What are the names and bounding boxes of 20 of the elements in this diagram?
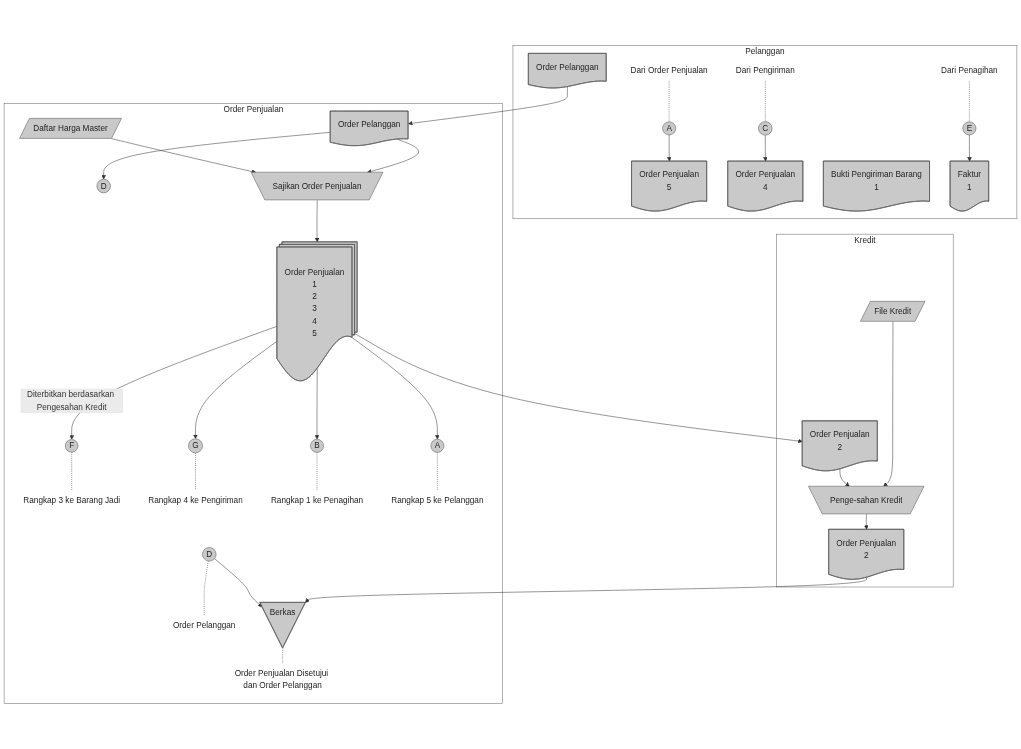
node-circle: A (430, 439, 445, 453)
node-circle: C (758, 121, 773, 136)
node-text: Rangkap 1 ke Penagihan (270, 495, 364, 505)
node-text: Order Pelanggan (172, 620, 236, 630)
edge-label: Diterbitkan berdasarkan Pengesahan Kredit (26, 390, 115, 412)
node-circle: F (65, 439, 79, 453)
node-circle: G (188, 438, 203, 454)
node-text: Rangkap 5 ke Pelanggan (391, 495, 484, 505)
node-text: Dari Order Penjualan (630, 66, 708, 75)
node-circle: A (662, 121, 676, 136)
node-text: Dari Pengiriman (735, 66, 795, 75)
node-circle: D (202, 547, 217, 562)
node-text: Dari Penagihan (941, 66, 998, 75)
node-circle: E (962, 121, 977, 136)
node-circle: B (310, 439, 324, 453)
node-text: Rangkap 3 ke Barang Jadi (23, 495, 121, 505)
node-text: Rangkap 4 ke Pengiriman (148, 495, 243, 505)
node-text: Order Penjualan Disetujui dan Order Pelanggan (234, 668, 329, 690)
connector (282, 647, 284, 664)
node-circle: D (96, 179, 111, 194)
